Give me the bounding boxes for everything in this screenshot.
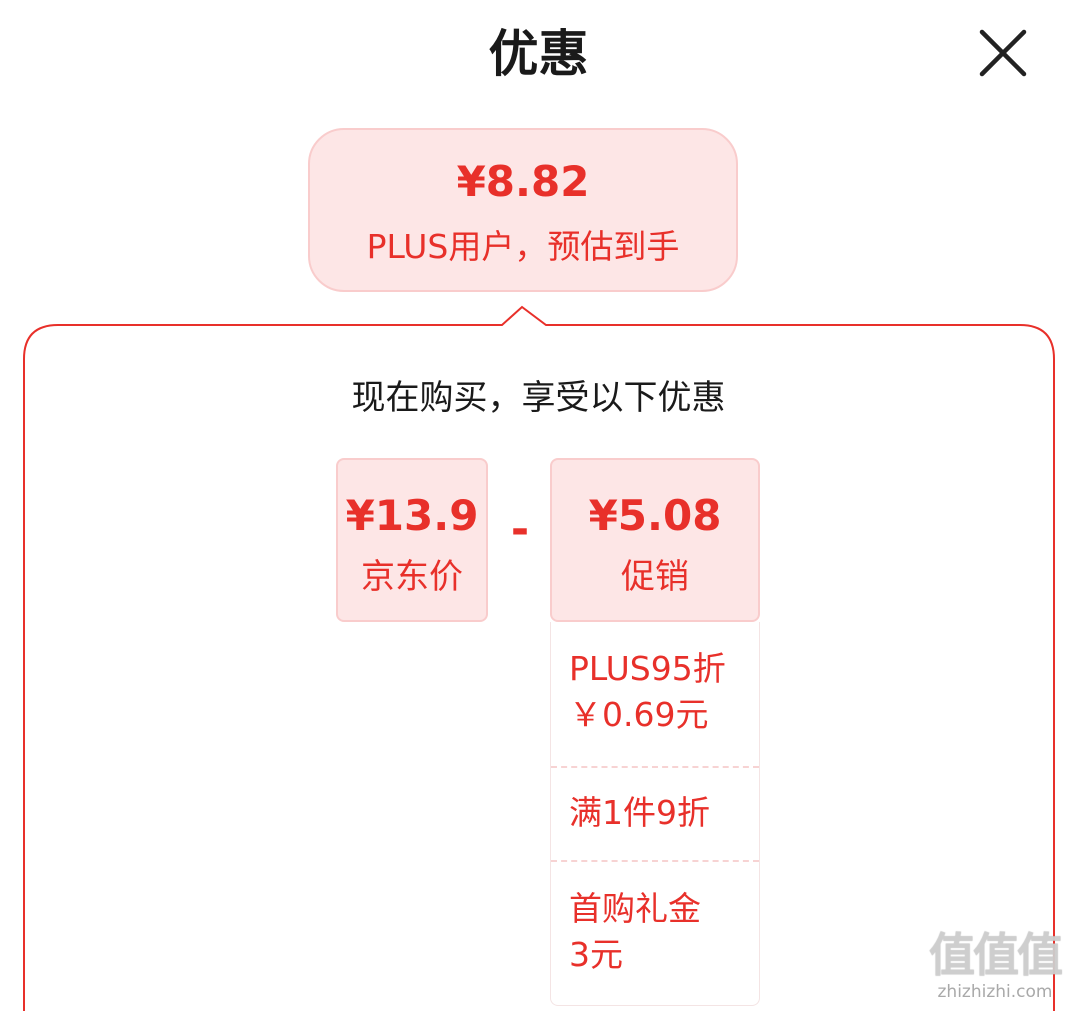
- watermark-logo: 值值值: [929, 928, 1063, 982]
- promotion-item-title: 满1件9折: [569, 793, 710, 832]
- promotion-value: ¥5.08: [588, 491, 722, 540]
- promotion-item-quantity-discount: 满1件9折: [551, 768, 759, 862]
- jd-price-label: 京东价: [361, 557, 463, 597]
- promotion-label: 促销: [621, 557, 689, 597]
- minus-operator: -: [510, 504, 530, 555]
- promotion-list: PLUS95折 ￥0.69元 满1件9折 首购礼金 3元: [550, 622, 760, 1006]
- promotion-item-amount: 3元: [569, 935, 623, 974]
- dialog-title: 优惠: [488, 25, 589, 83]
- site-watermark: 值值值 zhizhizhi.com: [920, 930, 1070, 1004]
- close-button[interactable]: [970, 22, 1034, 86]
- watermark-url: zhizhizhi.com: [937, 982, 1053, 1002]
- promotion-item-title: PLUS95折: [569, 649, 726, 688]
- breakdown-frame: [23, 305, 1055, 1011]
- promotion-item-title: 首购礼金: [569, 889, 701, 928]
- estimated-price: ¥8.82: [456, 157, 590, 206]
- breakdown-heading: 现在购买，享受以下优惠: [351, 378, 726, 418]
- promotion-item-first-purchase-gift: 首购礼金 3元: [551, 862, 759, 1006]
- promotion-pill: ¥5.08 促销: [550, 458, 760, 622]
- jd-price-pill: ¥13.9 京东价: [336, 458, 488, 622]
- promotion-item-amount: ￥0.69元: [569, 695, 709, 734]
- estimated-price-bubble: ¥8.82 PLUS用户，预估到手: [308, 128, 738, 292]
- jd-price-value: ¥13.9: [345, 491, 479, 540]
- close-icon: [979, 29, 1027, 77]
- estimated-price-label: PLUS用户，预估到手: [366, 227, 680, 266]
- promotion-item-plus-discount: PLUS95折 ￥0.69元: [551, 622, 759, 768]
